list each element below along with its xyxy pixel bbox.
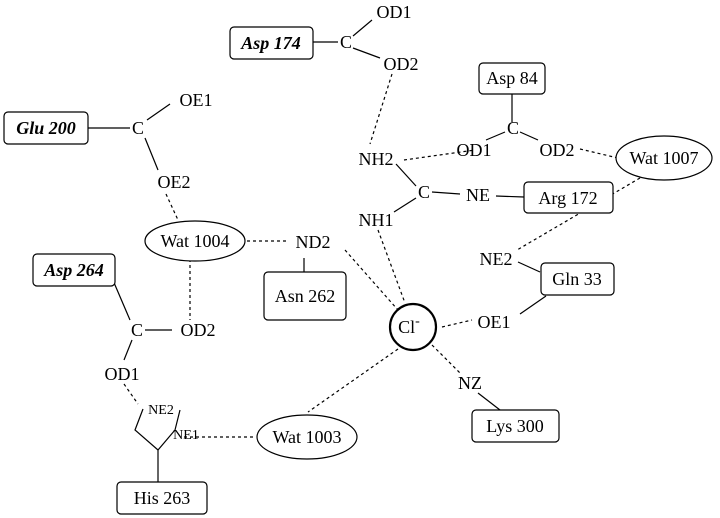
atom-nz-lys300: NZ: [458, 373, 482, 393]
water-label: Wat 1007: [629, 148, 698, 168]
atom-ne2-gln33: NE2: [480, 249, 513, 269]
residue-asp174: Asp 174: [229, 26, 314, 60]
hydrogen-bonds: [123, 73, 641, 438]
residue-arg172: Arg 172: [523, 181, 614, 214]
atom-od2-asp264: OD2: [181, 320, 216, 340]
atom-ne2-his263: NE2: [148, 403, 174, 418]
atom-od1-asp264: OD1: [105, 364, 140, 384]
residue-asp264: Asp 264: [32, 253, 116, 287]
residue-label: Glu 200: [16, 118, 76, 138]
svg-text:Cl-: Cl-: [398, 314, 420, 337]
chloride-symbol: Cl: [398, 317, 415, 337]
residue-glu200: Glu 200: [3, 111, 89, 145]
residue-label: Asp 174: [240, 33, 301, 53]
residue-label: Asp 264: [43, 260, 104, 280]
atom-c-asp174: C: [340, 32, 352, 52]
residue-gln33: Gln 33: [540, 262, 615, 296]
atom-nd2-asn262: ND2: [296, 232, 331, 252]
residue-label: Arg 172: [538, 188, 597, 208]
atom-ne1-his263: NE1: [173, 428, 199, 443]
atom-od1-asp84: OD1: [457, 140, 492, 160]
atom-c-arg172: C: [418, 182, 430, 202]
atom-oe1-gln33: OE1: [478, 312, 511, 332]
residue-label: Asp 84: [486, 68, 538, 88]
atom-nh1-arg172: NH1: [359, 210, 394, 230]
water-1007: Wat 1007: [615, 135, 713, 181]
residue-asp84: Asp 84: [478, 62, 546, 95]
chloride-ion: Cl-: [388, 302, 438, 352]
atom-od2-asp174: OD2: [384, 54, 419, 74]
water-label: Wat 1004: [160, 231, 229, 251]
atom-oe2-glu200: OE2: [158, 172, 191, 192]
atom-c-asp84: C: [507, 118, 519, 138]
atom-nh2-arg172: NH2: [359, 149, 394, 169]
chloride-charge: -: [415, 314, 420, 329]
residue-label: His 263: [134, 488, 191, 508]
atom-ne-arg172: NE: [466, 185, 490, 205]
atom-c-asp264: C: [131, 320, 143, 340]
residue-lys300: Lys 300: [471, 409, 560, 443]
water-1003: Wat 1003: [256, 414, 358, 460]
atom-oe1-glu200: OE1: [180, 90, 213, 110]
covalent-bonds: [88, 19, 547, 482]
atom-od2-asp84: OD2: [540, 140, 575, 160]
residue-label: Lys 300: [486, 416, 544, 436]
atom-od1-asp174: OD1: [377, 2, 412, 22]
residue-label: Gln 33: [552, 269, 602, 289]
water-1004: Wat 1004: [144, 220, 246, 262]
water-label: Wat 1003: [272, 427, 341, 447]
atom-labels: C OD1 OD2 C OD1 OD2 C OE1 OE2 NH2 C NE N…: [105, 2, 575, 443]
residue-asn262: Asn 262: [263, 271, 347, 321]
atom-c-glu200: C: [132, 118, 144, 138]
residue-his263: His 263: [116, 481, 208, 515]
residue-label: Asn 262: [275, 286, 336, 306]
